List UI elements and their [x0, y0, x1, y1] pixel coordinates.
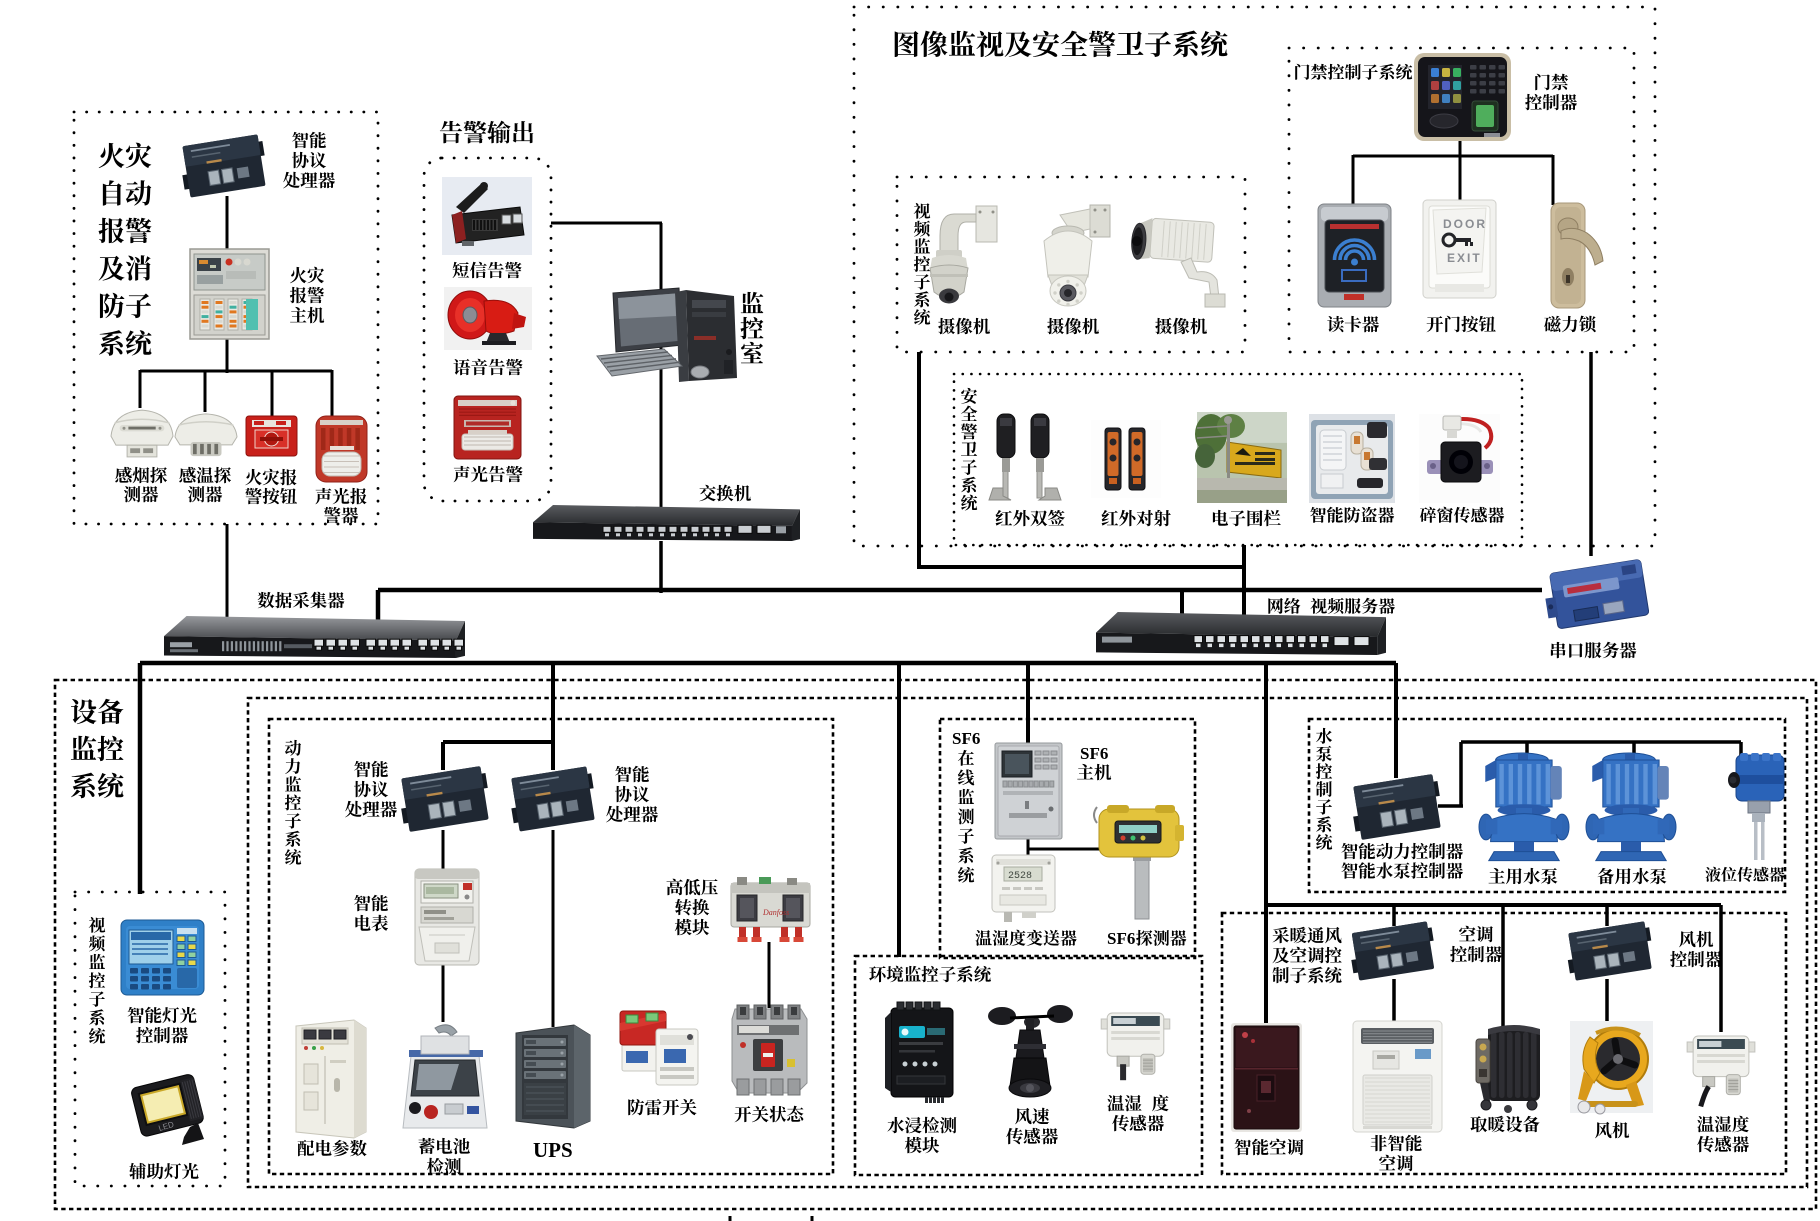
svg-text:LED: LED — [157, 1120, 175, 1133]
svg-text:SF6: SF6 — [1107, 929, 1135, 948]
svg-text:SF6: SF6 — [952, 729, 980, 748]
svg-text:DOOR: DOOR — [1443, 217, 1487, 231]
svg-text:UPS: UPS — [533, 1138, 573, 1162]
svg-text:2528: 2528 — [1008, 871, 1032, 882]
svg-text:EXIT: EXIT — [1447, 251, 1482, 265]
svg-text:SF6: SF6 — [1080, 744, 1108, 763]
svg-text:Danfoss: Danfoss — [762, 908, 789, 917]
